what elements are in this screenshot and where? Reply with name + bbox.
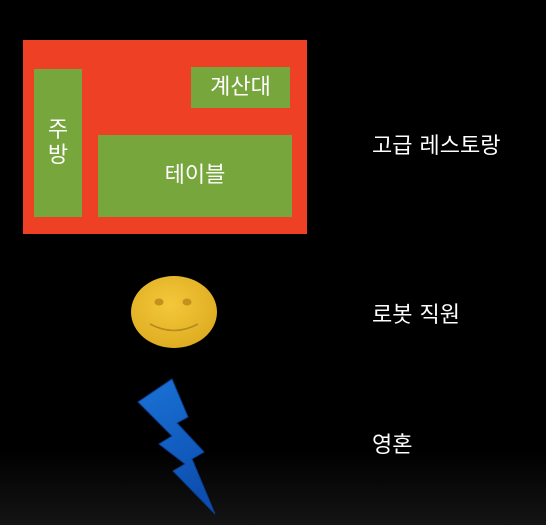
smiley-right-eye <box>182 298 192 306</box>
smiley-left-eye <box>154 298 164 306</box>
counter-label: 계산대 <box>210 74 271 100</box>
smiley-mouth <box>149 323 199 332</box>
lightning-bolt-shape <box>137 378 216 515</box>
table-area: 테이블 <box>98 135 292 217</box>
smiley-face <box>131 276 217 348</box>
soul-caption: 영혼 <box>372 433 413 458</box>
robot-caption: 로봇 직원 <box>372 303 460 328</box>
restaurant-caption: 고급 레스토랑 <box>372 134 501 159</box>
table-label: 테이블 <box>164 163 226 189</box>
kitchen-label: 주방 <box>47 117 69 168</box>
counter-area: 계산대 <box>191 67 290 108</box>
kitchen-area: 주방 <box>34 69 82 217</box>
smiley-face-icon <box>131 276 217 348</box>
lightning-bolt-icon <box>137 378 216 515</box>
